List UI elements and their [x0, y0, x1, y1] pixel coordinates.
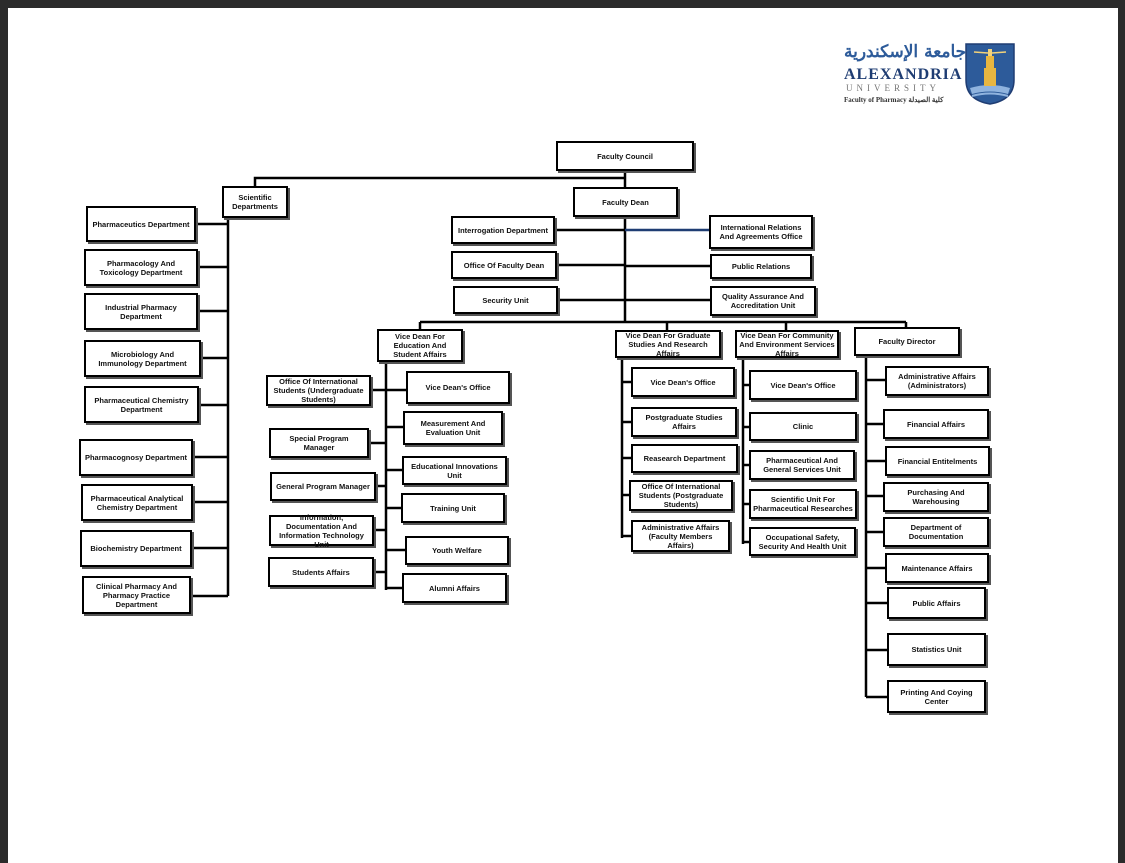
graduate-unit: Postgraduate Studies Affairs — [631, 407, 737, 437]
education-right-unit: Youth Welfare — [405, 536, 509, 565]
department-box: Pharmaceutical Analytical Chemistry Depa… — [81, 484, 193, 521]
faculty-council-box: Faculty Council — [556, 141, 694, 171]
vice-dean-community-box: Vice Dean For Community And Environment … — [735, 330, 839, 358]
director-unit: Purchasing And Warehousing — [883, 482, 989, 512]
faculty-dean-box: Faculty Dean — [573, 187, 678, 217]
community-unit: Pharmaceutical And General Services Unit — [749, 450, 855, 480]
director-unit: Department of Documentation — [883, 517, 989, 547]
education-left-unit: Students Affairs — [268, 557, 374, 587]
community-unit: Scientific Unit For Pharmaceutical Resea… — [749, 489, 857, 519]
graduate-unit: Reasearch Department — [631, 444, 738, 473]
graduate-unit: Administrative Affairs (Faculty Members … — [631, 520, 730, 552]
logo-arabic-text: جامعة الإسكندرية — [844, 42, 967, 62]
faculty-director-box: Faculty Director — [854, 327, 960, 356]
department-box: Clinical Pharmacy And Pharmacy Practice … — [82, 576, 191, 614]
community-unit: Occupational Safety, Security And Health… — [749, 527, 856, 556]
public-relations-box: Public Relations — [710, 254, 812, 279]
community-unit: Clinic — [749, 412, 857, 441]
director-unit: Administrative Affairs (Administrators) — [885, 366, 989, 396]
director-unit: Printing And Coying Center — [887, 680, 986, 713]
education-left-unit: Special Program Manager — [269, 428, 369, 458]
vice-dean-education-box: Vice Dean For Education And Student Affa… — [377, 329, 463, 362]
university-logo: جامعة الإسكندرية ALEXANDRIA UNIVERSITY F… — [842, 40, 1018, 110]
graduate-unit: Office Of International Students (Postgr… — [629, 480, 733, 511]
international-relations-box: International Relations And Agreements O… — [709, 215, 813, 249]
education-right-unit: Alumni Affairs — [402, 573, 507, 603]
education-left-unit: Information, Documentation And Informati… — [269, 513, 374, 549]
director-unit: Maintenance Affairs — [885, 553, 989, 583]
department-box: Biochemistry Department — [80, 530, 192, 567]
vice-dean-graduate-box: Vice Dean For Graduate Studies And Resea… — [615, 330, 721, 358]
logo-faculty: Faculty of Pharmacy كلية الصيدلة — [844, 96, 944, 104]
department-box: Pharmaceutical Chemistry Department — [84, 386, 199, 423]
graduate-unit: Vice Dean's Office — [631, 367, 735, 397]
education-right-unit: Educational Innovations Unit — [402, 456, 507, 485]
logo-name: ALEXANDRIA — [844, 66, 963, 83]
education-right-unit: Measurement And Evaluation Unit — [403, 411, 503, 445]
education-right-unit: Training Unit — [401, 493, 505, 523]
quality-assurance-box: Quality Assurance And Accreditation Unit — [710, 286, 816, 316]
department-box: Industrial Pharmacy Department — [84, 293, 198, 330]
scientific-departments-box: Scientific Departments — [222, 186, 288, 218]
lighthouse-crest-icon — [965, 43, 1015, 105]
education-right-unit: Vice Dean's Office — [406, 371, 510, 404]
department-box: Microbiology And Immunology Department — [84, 340, 201, 377]
director-unit: Public Affairs — [887, 587, 986, 619]
director-unit: Statistics Unit — [887, 633, 986, 666]
office-of-faculty-dean-box: Office Of Faculty Dean — [451, 251, 557, 279]
education-left-unit: General Program Manager — [270, 472, 376, 501]
logo-subtitle: UNIVERSITY — [846, 83, 940, 93]
education-left-unit: Office Of International Students (Underg… — [266, 375, 371, 406]
community-unit: Vice Dean's Office — [749, 370, 857, 400]
department-box: Pharmacology And Toxicology Department — [84, 249, 198, 286]
department-box: Pharmaceutics Department — [86, 206, 196, 242]
director-unit: Financial Entitelments — [885, 446, 990, 476]
security-unit-box: Security Unit — [453, 286, 558, 314]
department-box: Pharmacognosy Department — [79, 439, 193, 476]
director-unit: Financial Affairs — [883, 409, 989, 439]
interrogation-department-box: Interrogation Department — [451, 216, 555, 244]
